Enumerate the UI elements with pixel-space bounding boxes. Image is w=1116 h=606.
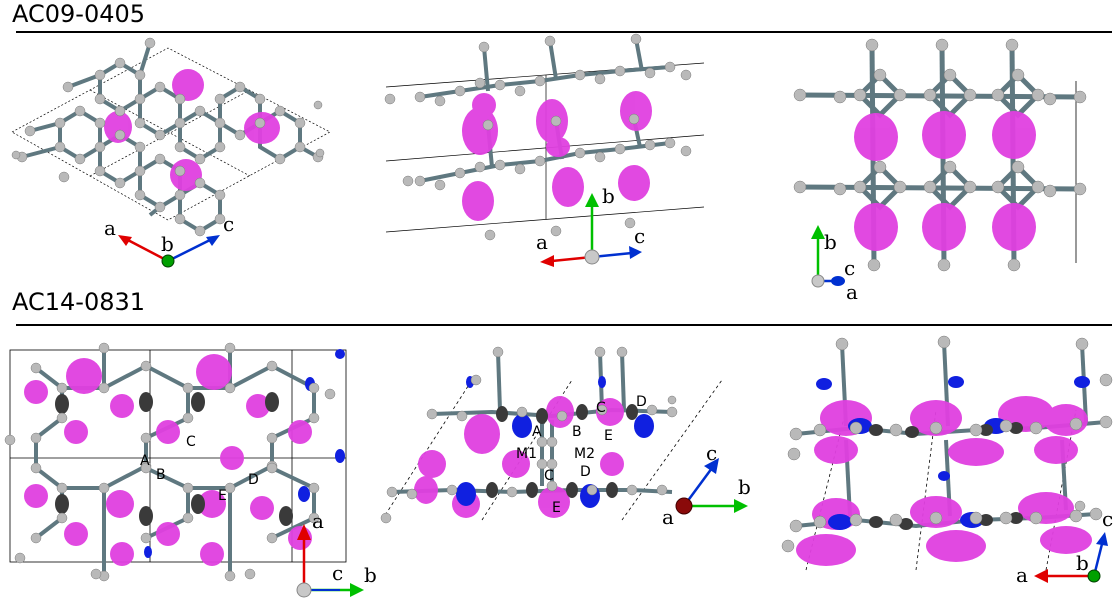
axis-label-c: c <box>844 256 855 280</box>
molecular-columns <box>793 38 1087 272</box>
site-labels: A B C D E M1 M2 C D E <box>516 394 647 516</box>
site-label-d-lower: D <box>580 464 591 480</box>
axis-label-b: b <box>602 184 615 208</box>
site-label-c: C <box>596 400 606 416</box>
ac09-panel-3: b c a <box>793 38 1087 304</box>
site-label-b: B <box>156 467 166 483</box>
site-label-e: E <box>218 488 227 504</box>
axis-label-b: b <box>161 232 174 256</box>
molecular-network: A B C D E <box>4 342 345 582</box>
molecular-layers: A B C D E M1 M2 C D E <box>380 346 678 524</box>
axis-label-b: b <box>1076 551 1089 575</box>
section-title-ac09: AC09-0405 <box>12 0 146 28</box>
molecular-layers <box>781 335 1113 566</box>
axis-triad: a b c <box>104 212 234 268</box>
axis-label-b: b <box>364 563 377 587</box>
axis-label-a: a <box>104 216 116 240</box>
unit-cell-outline <box>385 62 705 233</box>
axis-label-a: a <box>536 230 548 254</box>
ac14-panel-1: A B C D E a c b <box>4 342 377 598</box>
axis-label-c: c <box>223 212 234 236</box>
site-label-c-lower: C <box>544 468 554 484</box>
site-label-e-lower: E <box>552 500 561 516</box>
axis-label-a: a <box>1016 563 1028 587</box>
site-label-c: C <box>186 434 196 450</box>
axis-label-b: b <box>738 475 751 499</box>
site-label-d: D <box>248 472 259 488</box>
axis-triad: a b c <box>536 184 645 267</box>
axis-triad: a b c <box>662 441 751 529</box>
site-label-a: A <box>140 453 150 469</box>
ac09-panel-1: a b c <box>11 37 331 268</box>
axis-label-c: c <box>332 561 343 585</box>
ac14-panel-3: a b c <box>781 335 1113 587</box>
site-label-e: E <box>604 428 613 444</box>
unit-cell-outline <box>805 409 1077 571</box>
section-divider-1 <box>16 31 1112 33</box>
axis-label-a: a <box>846 280 858 304</box>
axis-label-a: a <box>312 509 324 533</box>
site-label-m1: M1 <box>516 446 537 462</box>
ac14-panel-2: A B C D E M1 M2 C D E a b c <box>380 346 751 529</box>
axis-label-b: b <box>824 230 837 254</box>
site-label-b: B <box>572 424 582 440</box>
axis-triad: a c b <box>296 509 377 598</box>
axis-label-c: c <box>634 224 645 248</box>
site-label-m2: M2 <box>574 446 595 462</box>
unit-cell-outline <box>9 349 347 563</box>
molecular-layers <box>384 33 692 241</box>
molecular-network <box>11 37 325 237</box>
axis-label-a: a <box>662 505 674 529</box>
site-label-a: A <box>532 424 542 440</box>
site-labels: A B C D E <box>140 434 259 504</box>
section-title-ac14: AC14-0831 <box>12 288 146 316</box>
axis-label-c: c <box>1102 507 1113 531</box>
ac09-panel-2: a b c <box>384 33 705 267</box>
section-divider-2 <box>16 324 1112 326</box>
site-label-d: D <box>636 394 647 410</box>
axis-label-c: c <box>706 441 717 465</box>
axis-triad: b c a <box>811 225 858 304</box>
axis-triad: a b c <box>1016 507 1113 587</box>
